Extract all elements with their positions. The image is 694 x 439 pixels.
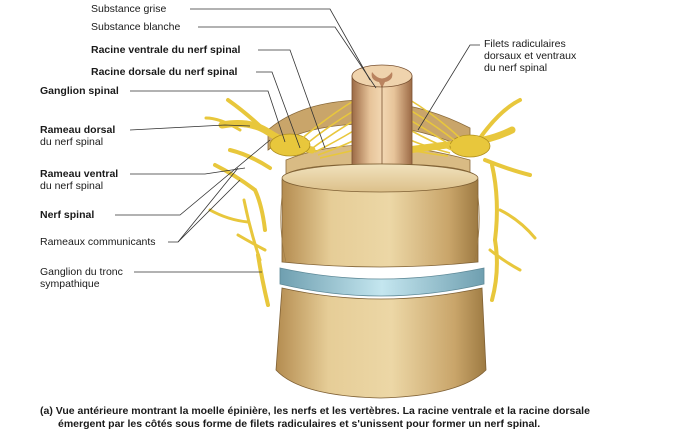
figure-caption: (a) Vue antérieure montrant la moelle ép… (40, 405, 680, 431)
spinal-cord (351, 64, 413, 177)
intervertebral-disc (279, 267, 485, 297)
label-substance-grise: Substance grise (91, 3, 167, 15)
label-ganglion-spinal: Ganglion spinal (40, 85, 119, 97)
label-substance-blanche: Substance blanche (91, 21, 181, 33)
caption-prefix: (a) (40, 405, 53, 417)
label-racine-dorsale: Racine dorsale du nerf spinal (91, 66, 238, 78)
label-racine-ventrale: Racine ventrale du nerf spinal (91, 44, 241, 56)
leader-lines (115, 8, 480, 273)
caption-line-2: émergent par les côtés sous forme de fil… (58, 418, 541, 430)
caption-line-1: Vue antérieure montrant la moelle épiniè… (55, 405, 590, 417)
label-rameaux-communicants: Rameaux communicants (40, 236, 156, 248)
upper-vertebral-body (280, 163, 480, 268)
lower-vertebral-body (275, 287, 487, 399)
label-nerf-spinal: Nerf spinal (40, 209, 95, 221)
right-spinal-ganglion (449, 134, 491, 158)
